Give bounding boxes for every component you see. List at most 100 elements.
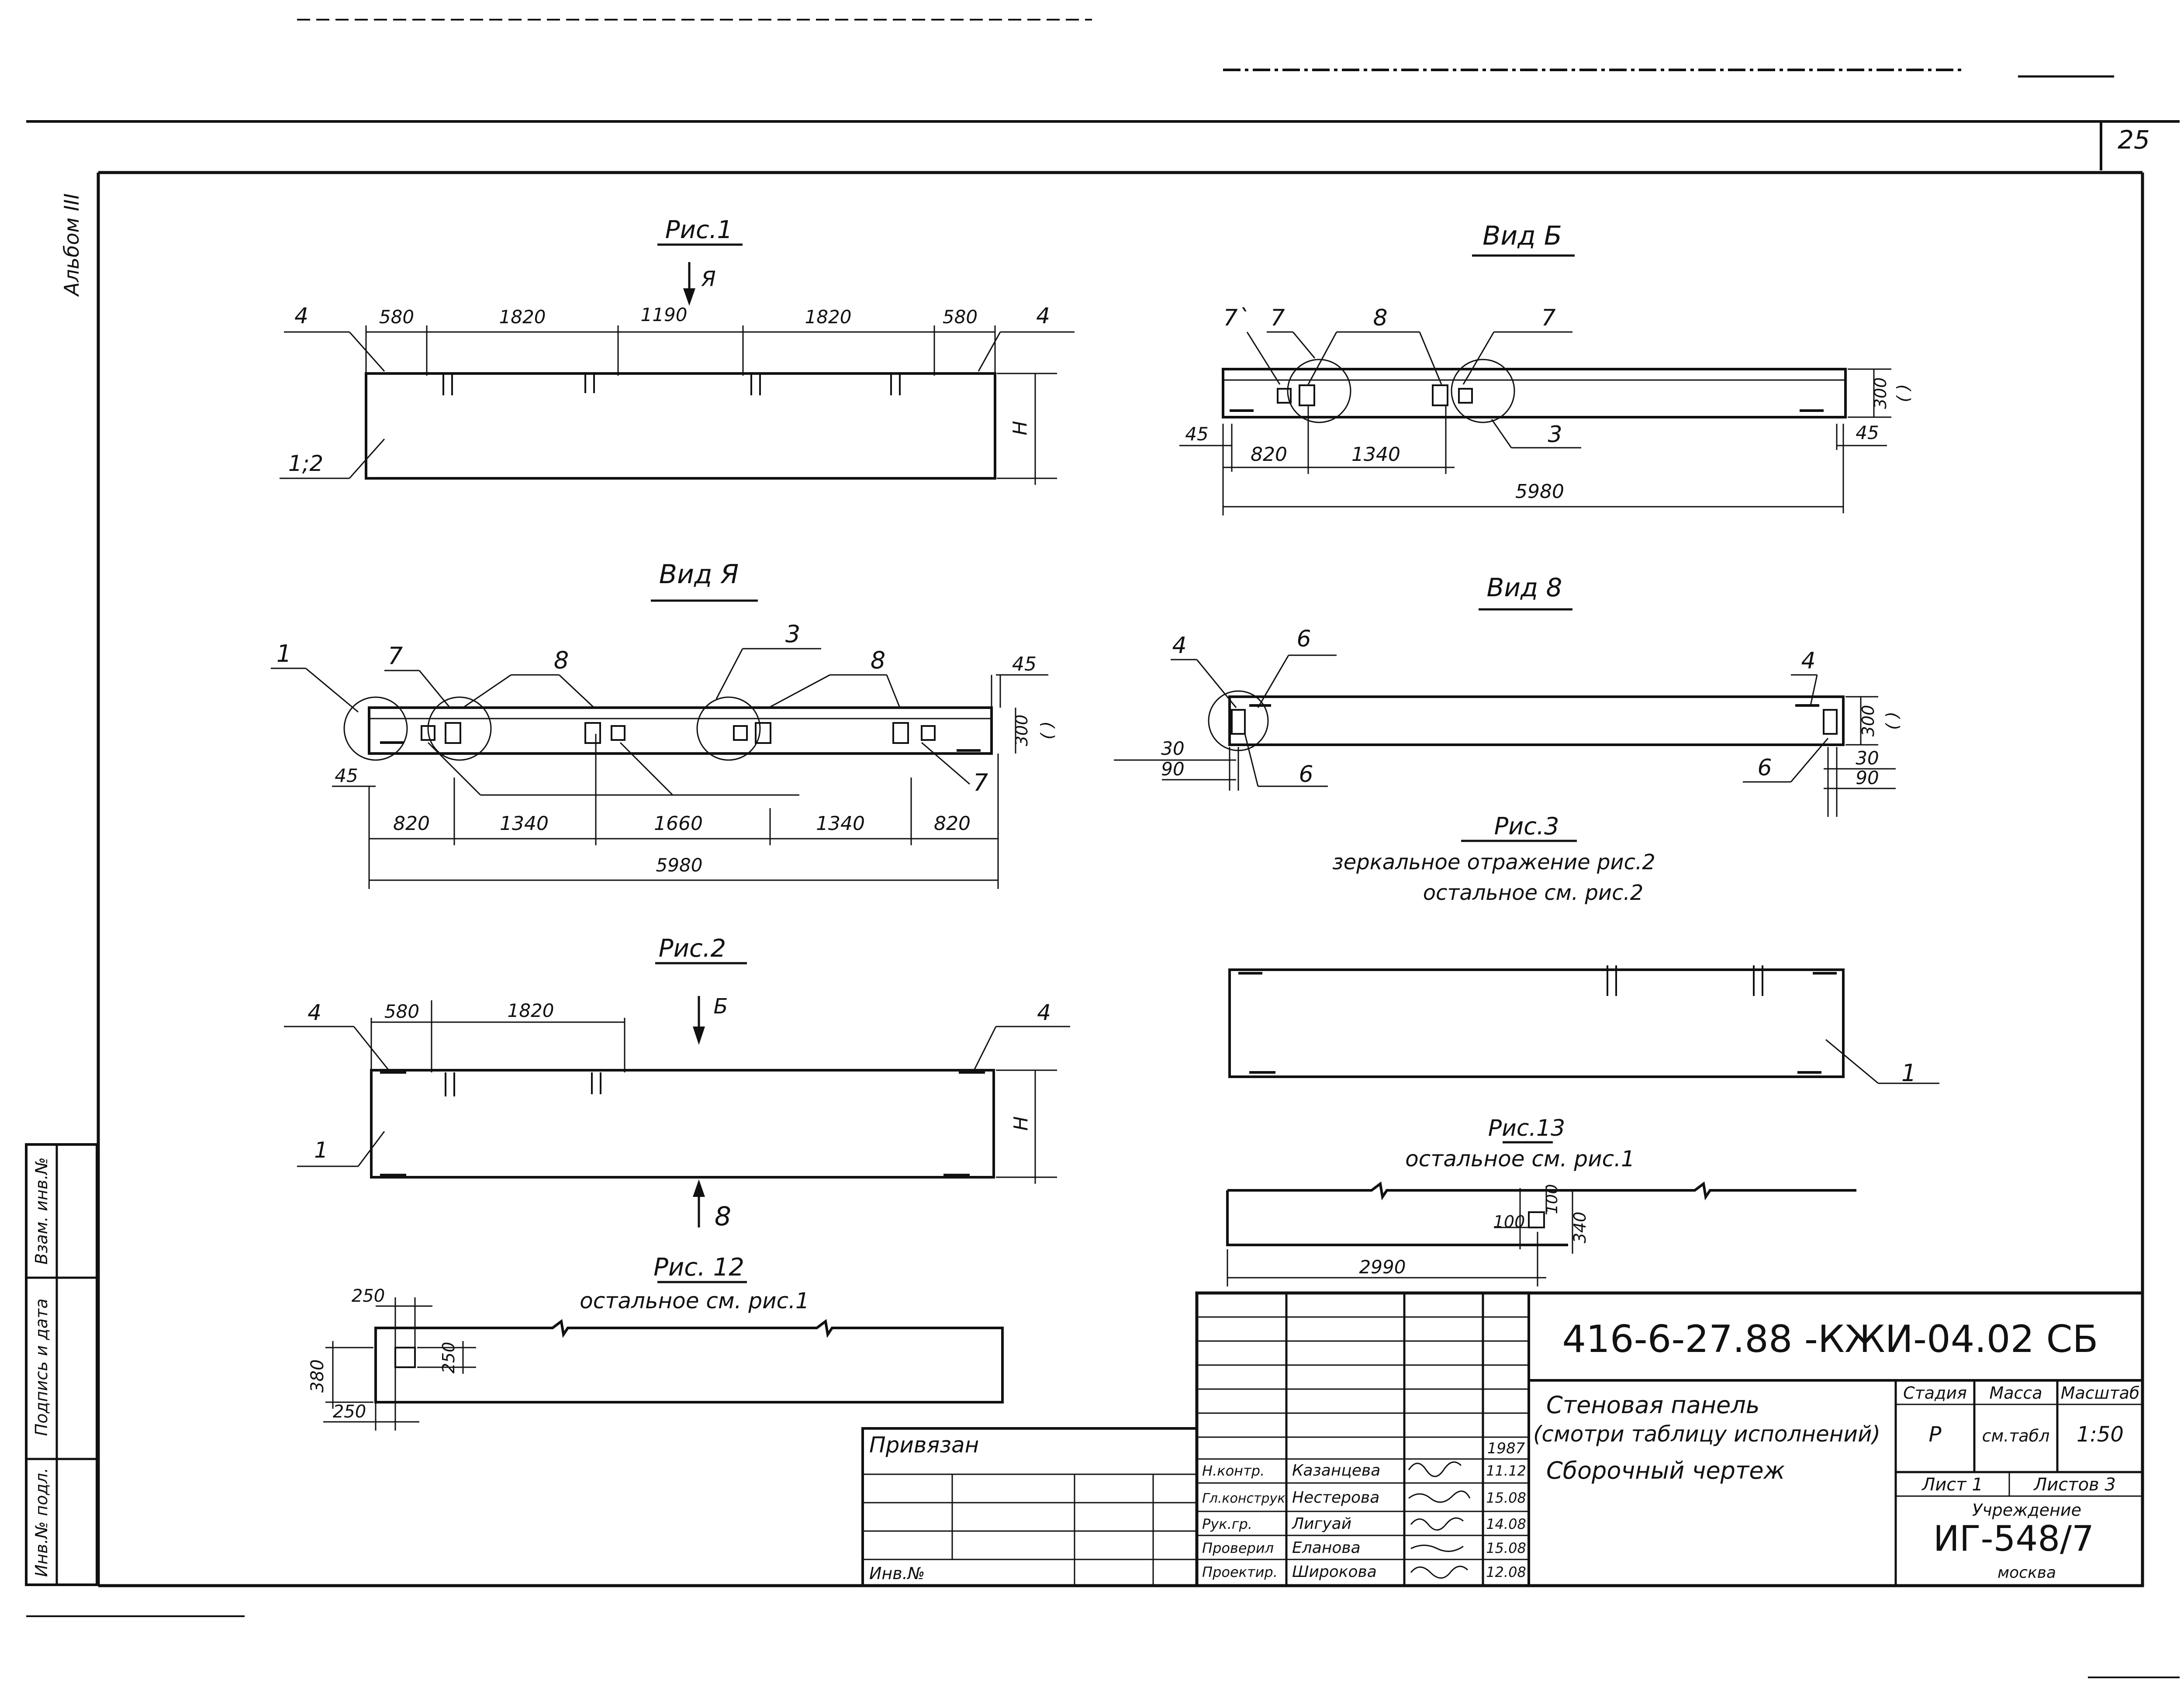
binding-label: Привязан [869,1432,979,1458]
stamp-title-1: Стеновая панель [1546,1391,1760,1419]
vidA-callout-8-left: 8 [554,646,569,674]
vidA-dim-4: 820 [934,812,971,835]
stamp-col-mass: Масса [1989,1383,2042,1403]
vidB-dim-1: 1340 [1351,443,1400,466]
fig12-dim-0: 250 [352,1286,385,1306]
stamp-date: 15.08 [1486,1540,1526,1556]
vidA-dim-1: 1340 [500,812,549,835]
fig12-title: Рис. 12 [653,1253,744,1282]
vidB-title: Вид Б [1482,221,1562,251]
fig2-dim-1: 1820 [508,1000,554,1021]
vidA-callout-8-right: 8 [871,646,885,674]
fig13: Рис.13 остальное см. рис.1 100 100 340 2… [1226,1115,1856,1286]
page-number-box: 25 [2100,121,2150,170]
stamp-role-row-3: Проверил Еланова 15.08 [1202,1539,1526,1557]
stamp-col-stage: Стадия [1903,1383,1967,1403]
fig2-callout-4-right: 4 [1037,1000,1051,1025]
fig13-dim-0: 100 [1543,1184,1561,1214]
fig1-height: H [1009,421,1031,435]
stamp-sheets: Листов 3 [2033,1475,2116,1495]
fig13-note: остальное см. рис.1 [1405,1146,1635,1172]
vidV-callout-4-left: 4 [1172,633,1186,659]
stamp-name: Лигуай [1291,1515,1351,1533]
fig12-note: остальное см. рис.1 [580,1288,809,1314]
vidA-left-dim: 45 [335,765,358,786]
vidB-overall: 5980 [1515,481,1564,503]
vidB-side-dim-2: 300 [1871,377,1890,409]
vidA-right-dim-0: 45 [1012,653,1037,675]
vidB-callout-8: 8 [1373,305,1387,331]
stamp-scale: 1:50 [2077,1422,2124,1447]
vidV-right-dim-0: 30 [1856,747,1879,769]
vidA-dim-3: 1340 [816,812,865,835]
vidV-title: Вид 8 [1487,573,1562,602]
stamp-mass: см.табл [1982,1426,2050,1445]
stamp-name: Широкова [1292,1563,1377,1581]
header-strip [26,19,2180,123]
stamp-code: 416-6-27.88 -КЖИ-04.02 СБ [1562,1317,2098,1361]
vidB-panel [1222,368,1847,418]
fig12-panel [374,1319,1004,1404]
vidA-panel [368,706,993,755]
vidV-callout-6-top: 6 [1296,626,1311,652]
fig2-callout-4-left: 4 [308,1000,321,1025]
vidV: Вид 8 30 90 30 90 300 ( ) 4 6 4 6 [1114,573,1902,817]
title-block: 1987 Н.контр. Казанцева 11.12 Гл.констру… [1195,1291,2144,1587]
fig3-title: Рис.3 [1494,812,1559,840]
fig1-dim-2: 1190 [641,304,688,325]
fig2-height: H [1010,1116,1032,1130]
fig1-dim-0: 580 [379,306,414,328]
fig1-dim-3: 1820 [805,306,852,328]
fig3-callout-1: 1 [1901,1059,1916,1087]
fig2-title: Рис.2 [659,934,726,963]
vidA-callout-7-right: 7 [973,769,988,796]
fig13-dim-3: 2990 [1359,1256,1406,1278]
vidB-callout-7b: 7 [1270,305,1285,331]
fig2-dim-0: 580 [384,1001,419,1022]
fig12-dim-3: 250 [333,1402,366,1422]
stamp-name: Казанцева [1292,1462,1380,1480]
fig3-note-1: зеркальное отражение рис.2 [1332,850,1655,875]
vidA-dim-0: 820 [393,812,430,835]
stamp-name: Еланова [1292,1539,1361,1557]
stamp-role: Проектир. [1202,1564,1278,1580]
stamp-role: Рук.гр. [1202,1516,1252,1532]
fig1-title: Рис.1 [665,216,733,244]
stamp-role-row-1: Гл.конструк. Нестерова 15.08 [1202,1489,1526,1507]
fig2-view-b-label: Б [714,994,728,1019]
vidV-callout-4-right: 4 [1801,648,1815,674]
fig1: Рис.1 Я 580 1820 1190 1820 580 H 4 [280,216,1075,485]
vidA-dim-2: 1660 [654,812,703,835]
vidV-right-paren: ( ) [1883,712,1902,730]
fig1-panel [365,372,996,480]
vidV-right-dim-1: 90 [1856,767,1879,788]
fig2-callout-1: 1 [314,1137,328,1163]
vidV-left-dim-1: 90 [1161,758,1184,780]
vidV-right-dim: 300 [1859,705,1878,737]
stamp-org-label: Учреждение [1972,1500,2081,1520]
binding-block: Привязан Инв.№ [861,1427,1198,1587]
vidV-callout-6-bottom-right: 6 [1757,755,1772,781]
stamp-stage: Р [1929,1422,1942,1447]
stamp-role: Проверил [1202,1540,1274,1556]
fig2-view-v-arrow [693,1179,705,1197]
stamp-col-scale: Масштаб [2061,1383,2140,1403]
fig1-callout-4-left: 4 [294,303,308,328]
stamp-role-row-2: Рук.гр. Лигуай 14.08 [1202,1515,1526,1533]
side-stamp: Инв.№ подл. Подпись и дата Взам. инв.№ [25,1143,98,1586]
fig1-view-arrow [683,288,695,306]
stamp-role-row-4: Проектир. Широкова 12.08 [1202,1563,1526,1581]
vidA-callout-7: 7 [388,642,403,670]
fig1-callout-1-2: 1;2 [288,451,323,476]
side-stamp-replaced: Взам. инв.№ [32,1157,51,1265]
fig13-title: Рис.13 [1488,1115,1565,1141]
vidV-panel [1228,695,1845,746]
vidB-side-dim-1: 45 [1856,422,1879,443]
stamp-org-code: ИГ-548/7 [1933,1518,2094,1559]
stamp-date: 12.08 [1486,1564,1526,1580]
vidA-title: Вид Я [659,559,739,590]
vidV-left-dim-0: 30 [1161,738,1184,759]
stamp-sheet: Лист 1 [1921,1475,1983,1495]
fig1-dim-4: 580 [943,306,978,328]
side-stamp-inv: Инв.№ подл. [32,1468,51,1577]
